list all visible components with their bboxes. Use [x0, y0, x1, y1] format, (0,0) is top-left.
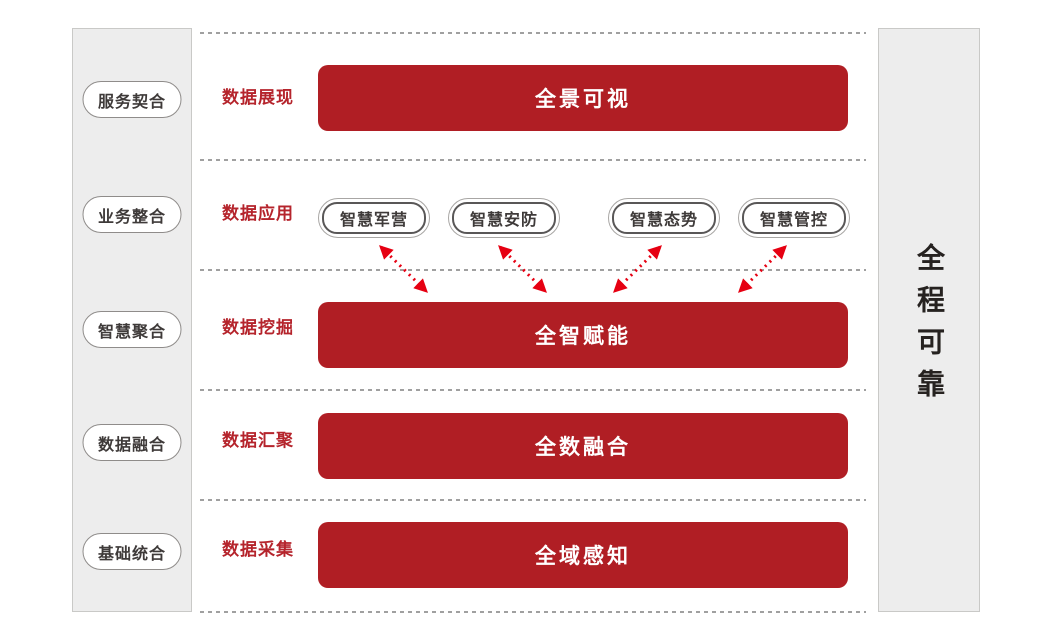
app-pill-label: 智慧管控 [742, 202, 846, 234]
left-rail-pill-business-integration: 业务整合 [82, 196, 182, 233]
row-label-data-presentation: 数据展现 [222, 88, 294, 107]
row-label-data-collection: 数据采集 [222, 540, 294, 559]
left-rail-pill-basic-unification: 基础统合 [82, 533, 182, 570]
banner-full-intelligence-empowerment: 全智赋能 [318, 302, 848, 368]
left-rail-pill-label: 基础统合 [97, 545, 166, 563]
left-rail-pill-data-fusion: 数据融合 [82, 424, 182, 461]
right-rail-title: 全程可靠 [914, 243, 945, 411]
banner-label: 全数融合 [535, 436, 631, 459]
dotted-separator [200, 611, 866, 613]
row-label-data-mining: 数据挖掘 [222, 318, 294, 337]
banner-panoramic-visibility: 全景可视 [318, 65, 848, 131]
banner-full-domain-sensing: 全域感知 [318, 522, 848, 588]
banner-label: 全域感知 [535, 545, 631, 568]
left-rail-pill-label: 业务整合 [97, 208, 166, 226]
app-pill-smart-control: 智慧管控 [738, 198, 850, 238]
dotted-separator [200, 389, 866, 391]
left-rail-pill-smart-aggregation: 智慧聚合 [82, 311, 182, 348]
row-label-data-convergence: 数据汇聚 [222, 431, 294, 450]
row-label-data-application: 数据应用 [222, 204, 294, 223]
left-rail: 服务契合 业务整合 智慧聚合 数据融合 基础统合 [72, 28, 192, 612]
left-rail-pill-label: 数据融合 [97, 436, 166, 454]
app-pill-label: 智慧态势 [612, 202, 716, 234]
app-pill-smart-security: 智慧安防 [448, 198, 560, 238]
left-rail-pill-label: 智慧聚合 [97, 323, 166, 341]
dotted-separator [200, 269, 866, 271]
left-rail-pill-service-fit: 服务契合 [82, 81, 182, 118]
app-pill-smart-barracks: 智慧军营 [318, 198, 430, 238]
banner-label: 全景可视 [535, 88, 631, 111]
app-pill-label: 智慧军营 [322, 202, 426, 234]
dotted-separator [200, 499, 866, 501]
dotted-separator [200, 32, 866, 34]
banner-full-data-fusion: 全数融合 [318, 413, 848, 479]
app-pill-label: 智慧安防 [452, 202, 556, 234]
app-pill-smart-situation: 智慧态势 [608, 198, 720, 238]
dotted-separator [200, 159, 866, 161]
left-rail-pill-label: 服务契合 [97, 93, 166, 111]
right-rail: 全程可靠 [878, 28, 980, 612]
banner-label: 全智赋能 [535, 325, 631, 348]
